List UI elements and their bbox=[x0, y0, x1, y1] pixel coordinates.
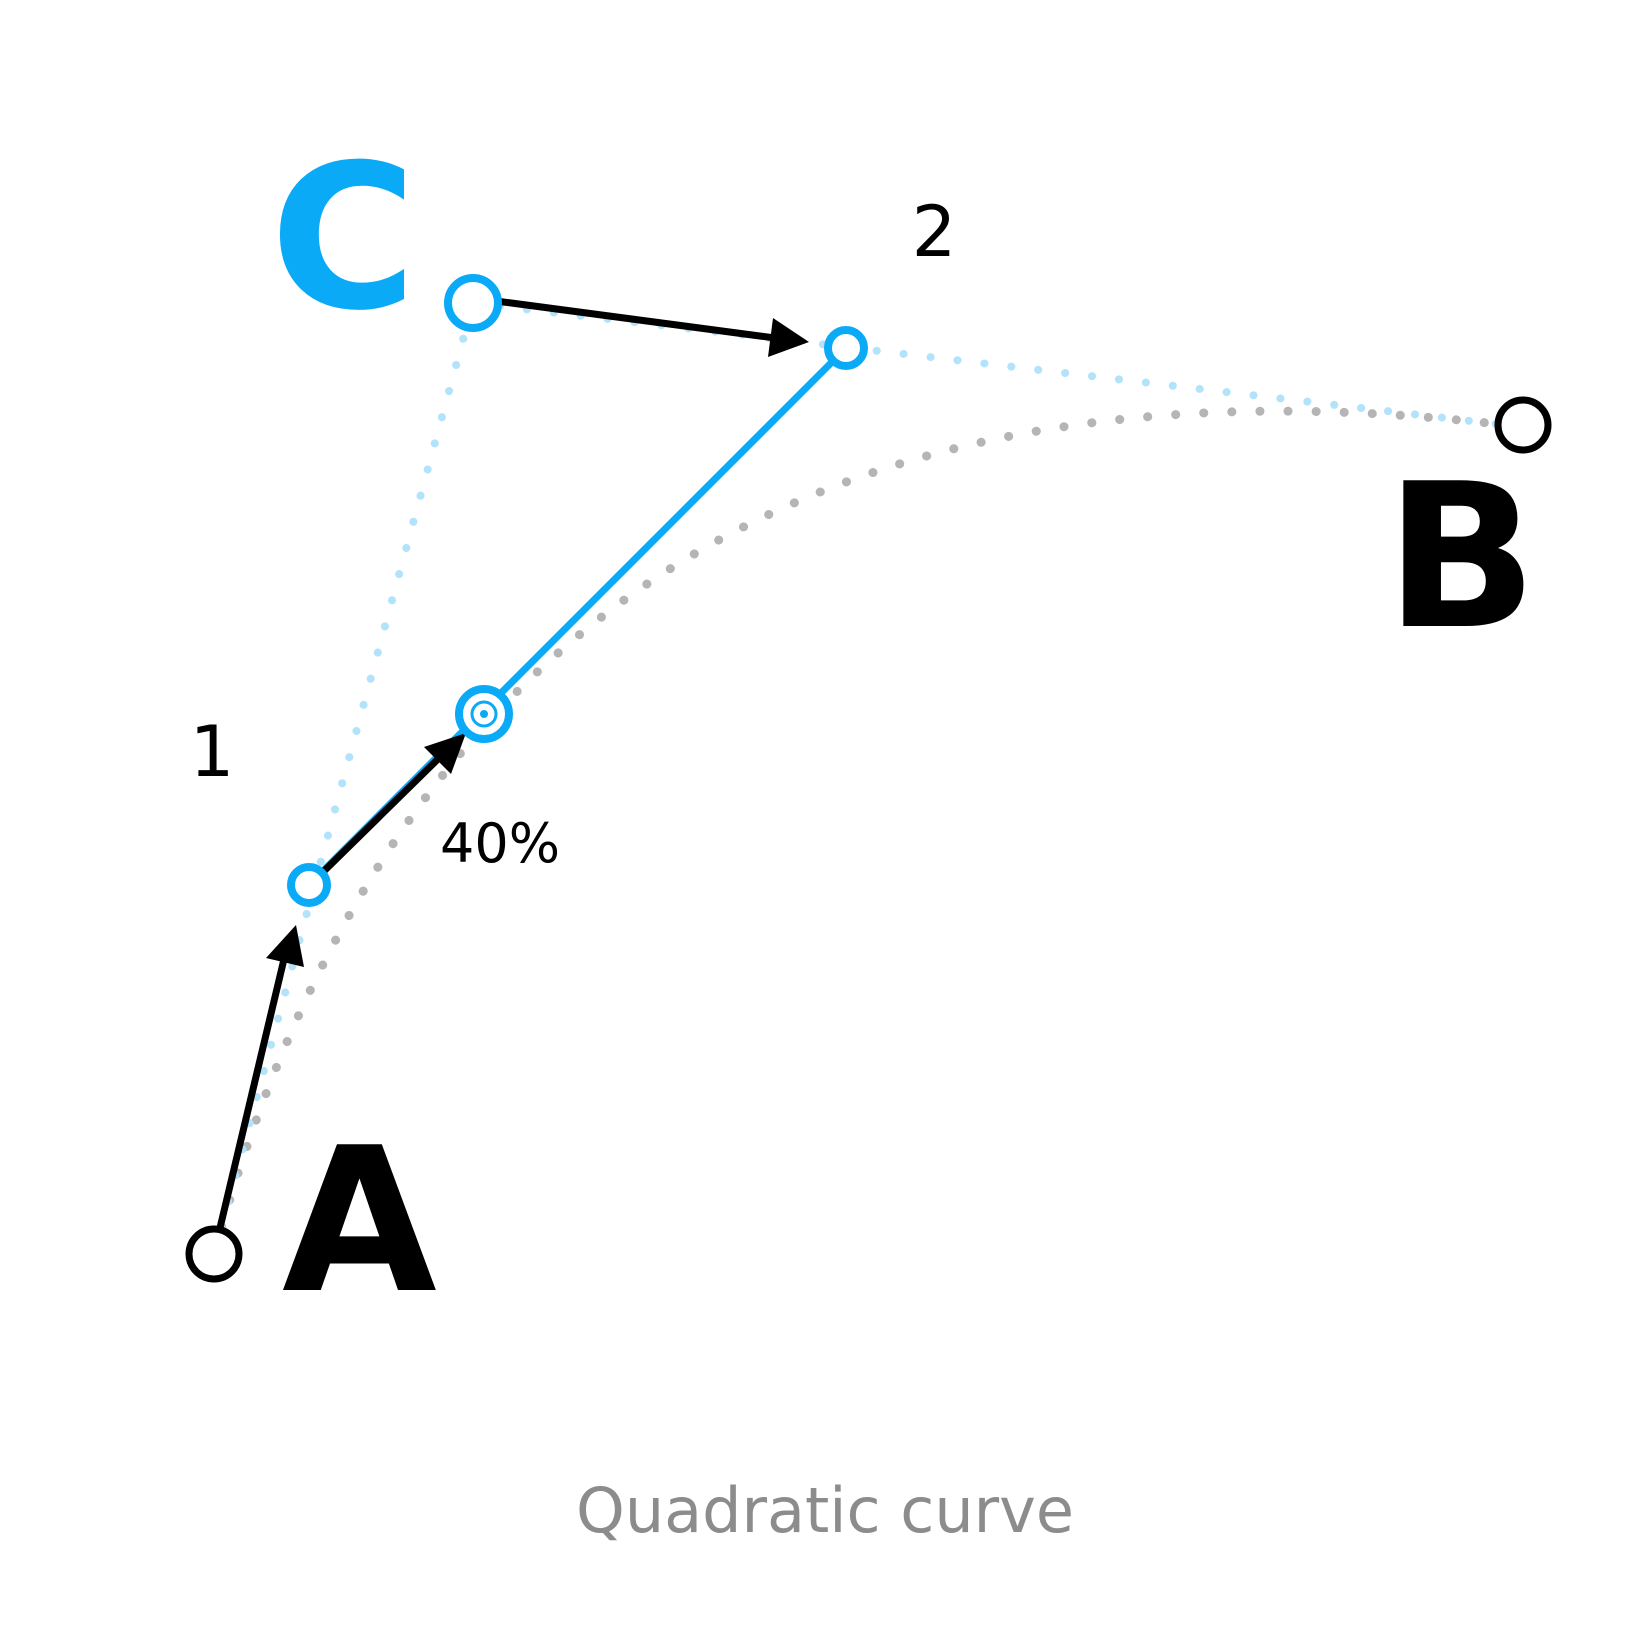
label-a: A bbox=[282, 1105, 437, 1338]
label-c: C bbox=[270, 122, 417, 355]
point-c-marker bbox=[444, 274, 502, 332]
label-step-2: 2 bbox=[912, 191, 957, 273]
point-1-marker bbox=[287, 863, 331, 907]
label-b: B bbox=[1385, 441, 1537, 674]
point-b-marker bbox=[1494, 396, 1552, 454]
progress-point-marker bbox=[455, 685, 513, 743]
diagram-caption: Quadratic curve bbox=[576, 1474, 1074, 1547]
point-a-marker bbox=[185, 1225, 243, 1283]
arrow-a-to-1 bbox=[215, 925, 304, 1233]
label-step-1: 1 bbox=[190, 711, 235, 793]
quadratic-curve-path bbox=[209, 406, 1510, 1259]
label-progress: 40% bbox=[440, 812, 560, 875]
arrow-1-to-progress-point bbox=[319, 733, 466, 876]
arrow-c-to-2 bbox=[495, 297, 809, 357]
control-line-cb bbox=[469, 299, 1509, 429]
point-2-marker bbox=[824, 326, 868, 370]
control-line-ac bbox=[210, 299, 477, 1258]
